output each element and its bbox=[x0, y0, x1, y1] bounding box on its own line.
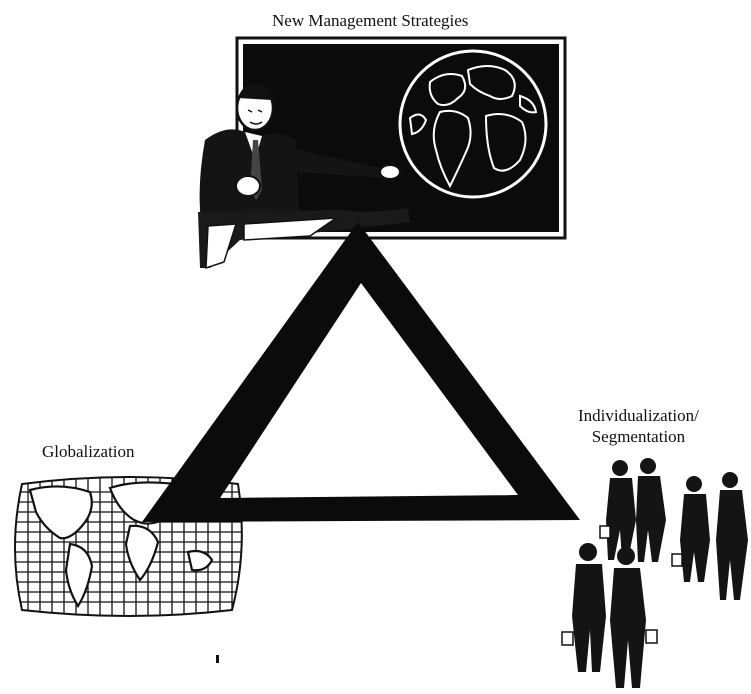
label-segmentation: Segmentation bbox=[591, 427, 686, 446]
label-new-management-strategies: New Management Strategies bbox=[272, 11, 469, 30]
blackboard-globe-icon bbox=[398, 49, 548, 199]
label-individualization: Individualization/ bbox=[578, 406, 699, 425]
label-individualization-segmentation: Individualization/ Segmentation bbox=[578, 405, 699, 447]
walking-workers-icon bbox=[561, 458, 748, 688]
presenter-icon bbox=[198, 83, 410, 270]
label-globalization: Globalization bbox=[42, 442, 135, 461]
speck-mark bbox=[216, 655, 219, 663]
central-triangle-icon bbox=[142, 222, 580, 522]
